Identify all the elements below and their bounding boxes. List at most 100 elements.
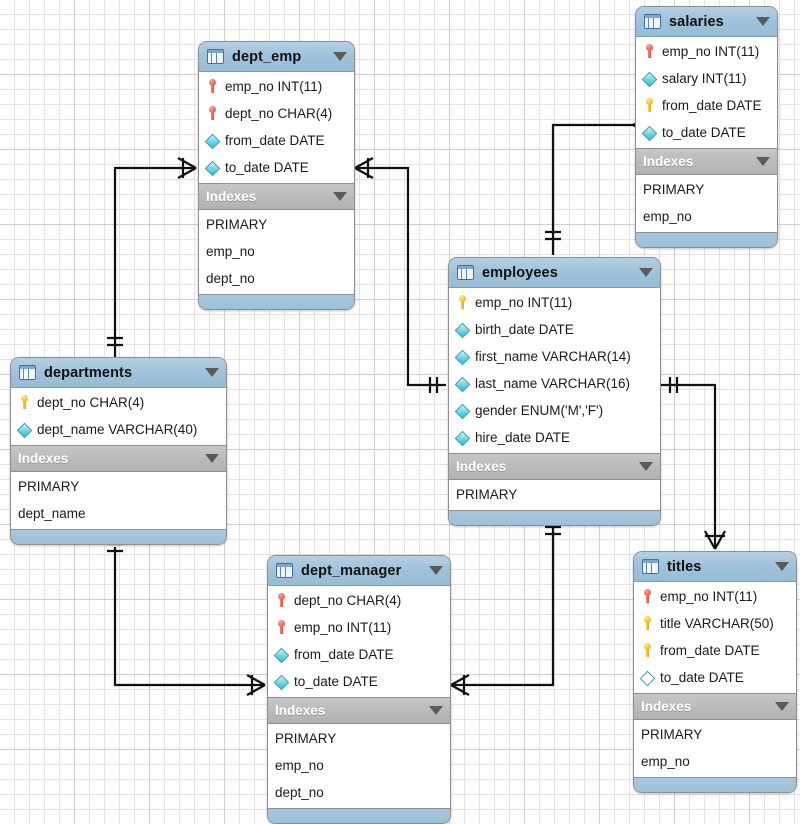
table-footer [634, 777, 796, 792]
column-row[interactable]: dept_no CHAR(4) [268, 587, 450, 614]
primary-key-icon [18, 394, 32, 411]
table-header-titles[interactable]: titles [634, 552, 796, 582]
column-label: to_date DATE [225, 160, 309, 175]
column-row[interactable]: from_date DATE [634, 637, 796, 664]
column-row[interactable]: emp_no INT(11) [636, 38, 777, 65]
index-list-salaries: PRIMARY emp_no [636, 175, 777, 232]
column-row[interactable]: from_date DATE [199, 127, 354, 154]
indexes-section-header[interactable]: Indexes [634, 693, 796, 720]
chevron-down-icon[interactable] [639, 268, 653, 277]
table-departments[interactable]: departments dept_no CHAR(4) dept_name VARC… [10, 357, 227, 545]
column-label: from_date DATE [660, 643, 760, 658]
chevron-down-icon[interactable] [205, 368, 219, 377]
column-row[interactable]: dept_name VARCHAR(40) [11, 416, 226, 443]
table-icon [642, 559, 659, 574]
index-row[interactable]: dept_no [206, 271, 255, 286]
index-row[interactable]: PRIMARY [18, 479, 80, 494]
column-row[interactable]: salary INT(11) [636, 65, 777, 92]
onetick-departments-bottom [107, 542, 123, 553]
indexes-section-header[interactable]: Indexes [449, 453, 660, 480]
column-row[interactable]: to_date DATE [199, 154, 354, 181]
column-row[interactable]: title VARCHAR(50) [634, 610, 796, 637]
table-title-departments: departments [44, 364, 133, 381]
table-icon [19, 365, 36, 380]
table-footer [636, 232, 777, 247]
foreign-primary-key-icon [206, 78, 220, 95]
index-list-departments: PRIMARY dept_name [11, 472, 226, 529]
index-list-employees: PRIMARY [449, 480, 660, 510]
column-row[interactable]: last_name VARCHAR(16) [449, 370, 660, 397]
index-row[interactable]: emp_no [206, 244, 255, 259]
index-row[interactable]: emp_no [275, 758, 324, 773]
chevron-down-icon[interactable] [205, 454, 219, 463]
chevron-down-icon[interactable] [333, 192, 347, 201]
primary-key-icon [456, 294, 470, 311]
indexes-label: Indexes [18, 451, 69, 466]
column-row[interactable]: emp_no INT(11) [268, 614, 450, 641]
crowsfoot-titles-top [704, 530, 726, 550]
column-row[interactable]: gender ENUM('M','F') [449, 397, 660, 424]
column-label: birth_date DATE [475, 322, 574, 337]
chevron-down-icon[interactable] [756, 17, 770, 26]
chevron-down-icon[interactable] [333, 52, 347, 61]
onetick-employees-left [428, 377, 439, 393]
column-row[interactable]: emp_no INT(11) [199, 73, 354, 100]
column-icon [643, 124, 657, 141]
column-icon [206, 132, 220, 149]
column-row[interactable]: birth_date DATE [449, 316, 660, 343]
index-row[interactable]: PRIMARY [275, 731, 337, 746]
column-row[interactable]: from_date DATE [268, 641, 450, 668]
column-row[interactable]: emp_no INT(11) [449, 289, 660, 316]
table-header-dept_manager[interactable]: dept_manager [268, 556, 450, 586]
indexes-section-header[interactable]: Indexes [636, 148, 777, 175]
column-row[interactable]: to_date DATE [634, 664, 796, 691]
table-header-salaries[interactable]: salaries [636, 7, 777, 37]
column-row[interactable]: from_date DATE [636, 92, 777, 119]
column-row[interactable]: dept_no CHAR(4) [199, 100, 354, 127]
index-row[interactable]: dept_no [275, 785, 324, 800]
chevron-down-icon[interactable] [429, 566, 443, 575]
index-row[interactable]: PRIMARY [456, 487, 518, 502]
index-row[interactable]: emp_no [641, 754, 690, 769]
column-row[interactable]: to_date DATE [636, 119, 777, 146]
chevron-down-icon[interactable] [775, 562, 789, 571]
table-dept_manager[interactable]: dept_manager dept_no CHAR(4)emp_no INT(11… [267, 555, 451, 824]
index-row[interactable]: PRIMARY [206, 217, 268, 232]
column-label: dept_no CHAR(4) [37, 395, 145, 410]
foreign-primary-key-icon [275, 619, 289, 636]
column-label: to_date DATE [662, 125, 746, 140]
index-row[interactable]: dept_name [18, 506, 86, 521]
indexes-section-header[interactable]: Indexes [11, 445, 226, 472]
table-title-dept_manager: dept_manager [301, 562, 402, 579]
column-list-employees: emp_no INT(11) birth_date DATE first_name … [449, 288, 660, 453]
index-row[interactable]: PRIMARY [641, 727, 703, 742]
indexes-section-header[interactable]: Indexes [199, 183, 354, 210]
column-label: dept_name VARCHAR(40) [37, 422, 198, 437]
column-label: title VARCHAR(50) [660, 616, 774, 631]
column-list-departments: dept_no CHAR(4) dept_name VARCHAR(40) [11, 388, 226, 445]
chevron-down-icon[interactable] [429, 706, 443, 715]
column-row[interactable]: emp_no INT(11) [634, 583, 796, 610]
indexes-section-header[interactable]: Indexes [268, 697, 450, 724]
index-row[interactable]: emp_no [643, 209, 692, 224]
column-row[interactable]: dept_no CHAR(4) [11, 389, 226, 416]
column-icon [643, 70, 657, 87]
column-row[interactable]: hire_date DATE [449, 424, 660, 451]
table-header-employees[interactable]: employees [449, 258, 660, 288]
chevron-down-icon[interactable] [756, 157, 770, 166]
table-icon [276, 563, 293, 578]
column-icon [456, 429, 470, 446]
nullable-column-icon [641, 669, 655, 686]
table-header-dept_emp[interactable]: dept_emp [199, 42, 354, 72]
column-row[interactable]: first_name VARCHAR(14) [449, 343, 660, 370]
index-row[interactable]: PRIMARY [643, 182, 705, 197]
chevron-down-icon[interactable] [639, 462, 653, 471]
table-header-departments[interactable]: departments [11, 358, 226, 388]
column-list-salaries: emp_no INT(11)salary INT(11)from_date DA… [636, 37, 777, 148]
chevron-down-icon[interactable] [775, 702, 789, 711]
column-row[interactable]: to_date DATE [268, 668, 450, 695]
